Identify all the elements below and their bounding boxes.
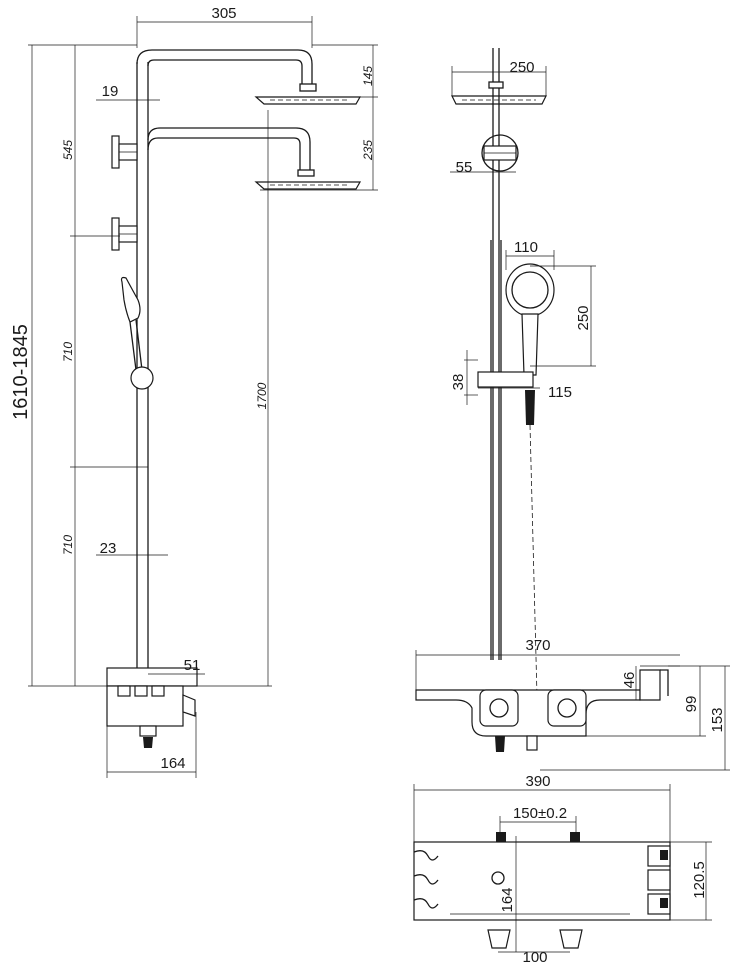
dim-depth: 120.5 — [691, 861, 708, 899]
lower-head-icon — [254, 181, 362, 190]
dim-tray-total: 153 — [709, 707, 726, 732]
dim-tray-width: 370 — [525, 637, 550, 654]
right-outlet-icon — [559, 929, 583, 949]
upper-head-icon — [254, 96, 362, 105]
hand-shower-icon — [120, 276, 154, 390]
dim-inlet-spacing: 150±0.2 — [513, 805, 567, 822]
dim-bracket: 55 — [456, 159, 473, 176]
dim-low-710: 710 — [61, 535, 75, 555]
dim-upper-spacing: 545 — [61, 140, 75, 160]
lower-bracket-icon — [111, 217, 138, 251]
dim-tray-lip: 46 — [621, 672, 638, 689]
dim-holder-height: 38 — [450, 374, 467, 391]
dim-valve-offset: 51 — [184, 657, 201, 674]
dim-total-height: 1610-1845 — [10, 324, 32, 420]
dim-center: 164 — [499, 887, 516, 912]
top-tray-outline — [413, 841, 671, 921]
front-view: 250 55 110 250 38 115 370 46 99 153 — [415, 48, 730, 771]
dim-hand-length: 250 — [575, 305, 592, 330]
dim-head-dia: 250 — [509, 59, 534, 76]
front-bracket-icon — [481, 134, 519, 172]
dim-head-width: 305 — [211, 5, 236, 22]
side-view: 305 19 145 235 545 1610-1845 710 710 170… — [10, 5, 378, 778]
dim-body-height: 1700 — [255, 382, 269, 409]
dim-outlet-spacing: 100 — [522, 949, 547, 966]
dim-hand-width: 110 — [514, 239, 538, 256]
holder-icon — [477, 371, 534, 388]
dim-valve-depth: 164 — [160, 755, 185, 772]
dim-lower-arm: 235 — [361, 140, 375, 161]
dim-mid-710: 710 — [61, 342, 75, 362]
left-inlet-icon — [496, 832, 506, 842]
dim-holder-width: 115 — [548, 384, 572, 401]
dim-tray-body: 99 — [683, 696, 700, 713]
dim-overall-width: 390 — [525, 773, 550, 790]
dim-low-gap: 23 — [100, 540, 117, 557]
dim-head-drop: 145 — [361, 66, 375, 86]
left-outlet-icon — [487, 929, 511, 949]
dim-pipe-gap: 19 — [102, 83, 119, 100]
front-hand-shower-icon — [505, 263, 555, 376]
right-inlet-icon — [570, 832, 580, 842]
top-view: 390 150±0.2 120.5 164 100 — [413, 773, 712, 966]
side-valve-icon — [106, 667, 198, 748]
front-tray-icon — [415, 669, 669, 752]
upper-bracket-icon — [111, 135, 138, 169]
